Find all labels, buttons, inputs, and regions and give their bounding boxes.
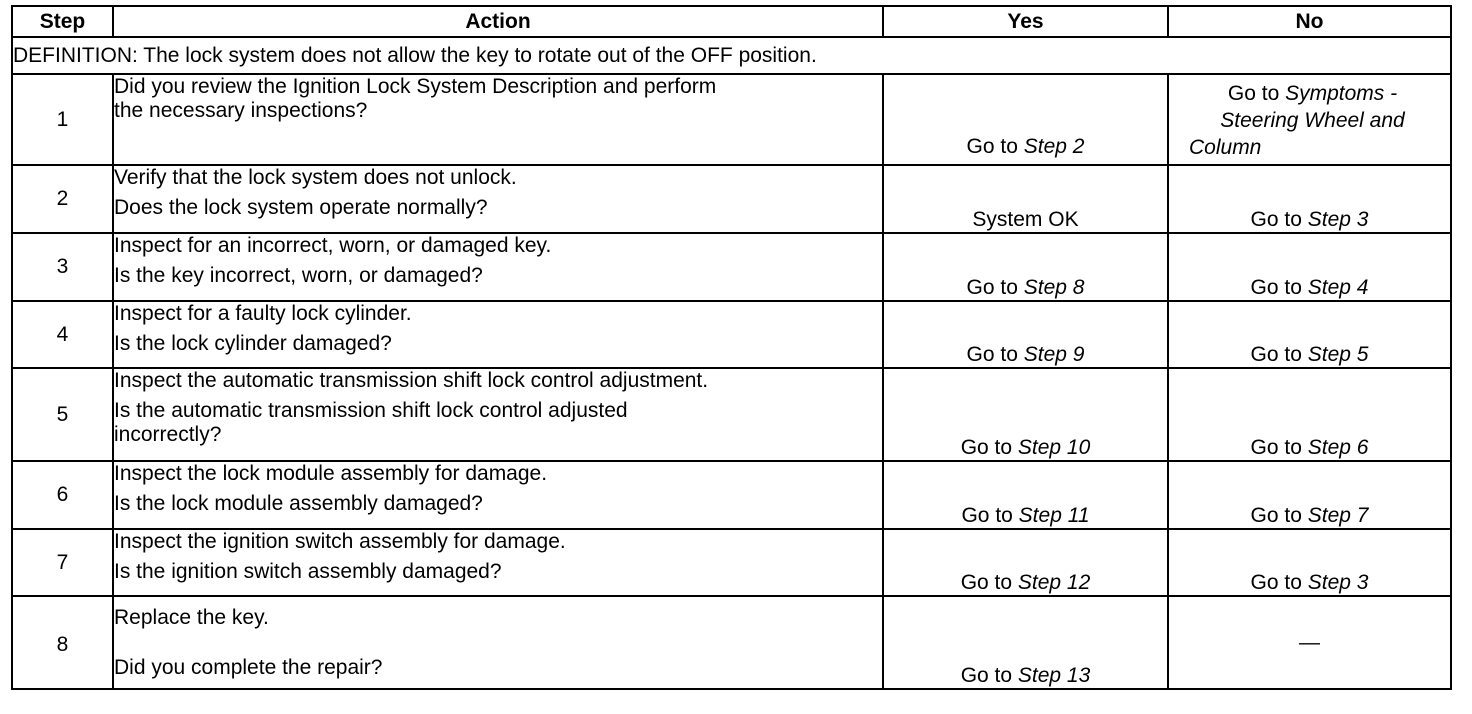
table-row: 1 Did you review the Ignition Lock Syste… — [11, 73, 1452, 166]
header-yes: Yes — [882, 5, 1169, 38]
yes-prefix: Go to — [960, 571, 1018, 594]
action-cell: Did you review the Ignition Lock System … — [112, 73, 884, 166]
no-prefix: Go to — [1250, 436, 1308, 459]
yes-cell: System OK — [882, 164, 1169, 234]
step-number: 2 — [11, 164, 114, 234]
yes-target: Step 8 — [1023, 276, 1085, 299]
action-line: Did you complete the repair? — [114, 656, 383, 679]
step-number: 7 — [11, 528, 114, 597]
action-cell: Verify that the lock system does not unl… — [112, 164, 884, 234]
step-number: 5 — [11, 367, 114, 462]
action-cell: Inspect for an incorrect, worn, or damag… — [112, 232, 884, 302]
yes-prefix: Go to — [960, 664, 1018, 687]
action-cell: Inspect the ignition switch assembly for… — [112, 528, 884, 597]
header-action: Action — [112, 5, 884, 38]
yes-prefix: Go to — [966, 276, 1024, 299]
table-row: 6 Inspect the lock module assembly for d… — [11, 460, 1452, 530]
action-cell: Inspect for a faulty lock cylinder. Is t… — [112, 300, 884, 369]
action-cell: Inspect the automatic transmission shift… — [112, 367, 884, 462]
action-cell: Replace the key. Did you complete the re… — [112, 595, 884, 690]
table-row: 8 Replace the key. Did you complete the … — [11, 595, 1452, 690]
no-prefix: Go to — [1250, 208, 1308, 231]
no-target-line-1: Symptoms - — [1285, 82, 1398, 105]
no-cell: — — [1167, 595, 1452, 690]
table-row: 3 Inspect for an incorrect, worn, or dam… — [11, 232, 1452, 302]
definition-text: DEFINITION: The lock system does not all… — [11, 36, 1452, 75]
no-target: Step 5 — [1307, 343, 1369, 366]
yes-prefix: Go to — [960, 436, 1018, 459]
header-step: Step — [11, 5, 114, 38]
action-line: Is the ignition switch assembly damaged? — [114, 560, 502, 583]
no-prefix: Go to — [1250, 504, 1308, 527]
action-line: Replace the key. — [114, 606, 269, 629]
step-number: 1 — [11, 73, 114, 166]
yes-cell: Go to Step 9 — [882, 300, 1169, 369]
no-cell: Go to Step 4 — [1167, 232, 1452, 302]
no-cell: Go to Step 3 — [1167, 528, 1452, 597]
action-line: Inspect the lock module assembly for dam… — [114, 462, 548, 485]
no-cell: Go to Step 5 — [1167, 300, 1452, 369]
no-target-line-3: Column — [1189, 136, 1262, 159]
no-cell: Go to Step 6 — [1167, 367, 1452, 462]
action-line: Did you review the Ignition Lock System … — [114, 75, 717, 98]
no-target: Step 3 — [1307, 571, 1369, 594]
action-line: Inspect for an incorrect, worn, or damag… — [114, 234, 552, 257]
yes-cell: Go to Step 10 — [882, 367, 1169, 462]
action-line: Is the lock module assembly damaged? — [114, 492, 483, 515]
yes-cell: Go to Step 12 — [882, 528, 1169, 597]
definition-row: DEFINITION: The lock system does not all… — [11, 36, 1452, 75]
no-cell: Go to Symptoms - Steering Wheel and Colu… — [1167, 73, 1452, 166]
action-line: the necessary inspections? — [114, 99, 368, 122]
action-line: Inspect the automatic transmission shift… — [114, 369, 709, 392]
yes-target: Step 13 — [1017, 664, 1091, 687]
action-line: Is the key incorrect, worn, or damaged? — [114, 264, 483, 287]
action-line: Is the automatic transmission shift lock… — [114, 399, 628, 422]
action-line: Verify that the lock system does not unl… — [114, 166, 517, 189]
yes-prefix: Go to — [961, 504, 1019, 527]
action-line: incorrectly? — [114, 423, 222, 446]
diagnostic-table: Step Action Yes No DEFINITION: The lock … — [11, 5, 1452, 690]
no-prefix: Go to — [1250, 343, 1308, 366]
action-cell: Inspect the lock module assembly for dam… — [112, 460, 884, 530]
yes-target: Step 12 — [1017, 571, 1091, 594]
yes-cell: Go to Step 13 — [882, 595, 1169, 690]
action-line: Is the lock cylinder damaged? — [114, 332, 392, 355]
no-prefix: — — [1299, 630, 1320, 654]
yes-cell: Go to Step 2 — [882, 73, 1169, 166]
yes-target: Step 2 — [1023, 135, 1085, 158]
no-target: Step 7 — [1307, 504, 1369, 527]
step-number: 4 — [11, 300, 114, 369]
action-line: Inspect for a faulty lock cylinder. — [114, 302, 412, 325]
yes-target: Step 11 — [1018, 504, 1090, 527]
no-prefix: Go to — [1250, 571, 1308, 594]
step-number: 3 — [11, 232, 114, 302]
yes-prefix: Go to — [966, 135, 1024, 158]
header-row: Step Action Yes No — [11, 5, 1452, 38]
yes-cell: Go to Step 11 — [882, 460, 1169, 530]
yes-target: Step 9 — [1023, 343, 1085, 366]
no-prefix: Go to — [1250, 276, 1308, 299]
table-row: 2 Verify that the lock system does not u… — [11, 164, 1452, 234]
no-cell: Go to Step 7 — [1167, 460, 1452, 530]
yes-prefix: Go to — [966, 343, 1024, 366]
step-number: 6 — [11, 460, 114, 530]
no-target: Step 4 — [1307, 276, 1369, 299]
no-target: Step 3 — [1307, 208, 1369, 231]
no-target-line-2: Steering Wheel and — [1220, 109, 1405, 132]
table-row: 4 Inspect for a faulty lock cylinder. Is… — [11, 300, 1452, 369]
no-prefix: Go to — [1227, 82, 1286, 105]
action-line: Does the lock system operate normally? — [114, 196, 488, 219]
table-row: 7 Inspect the ignition switch assembly f… — [11, 528, 1452, 597]
step-number: 8 — [11, 595, 114, 690]
yes-cell: Go to Step 8 — [882, 232, 1169, 302]
header-no: No — [1167, 5, 1452, 38]
no-target: Step 6 — [1307, 436, 1369, 459]
yes-target: Step 10 — [1017, 436, 1091, 459]
yes-prefix: System OK — [972, 208, 1079, 231]
no-cell: Go to Step 3 — [1167, 164, 1452, 234]
action-line: Inspect the ignition switch assembly for… — [114, 530, 566, 553]
table-row: 5 Inspect the automatic transmission shi… — [11, 367, 1452, 462]
